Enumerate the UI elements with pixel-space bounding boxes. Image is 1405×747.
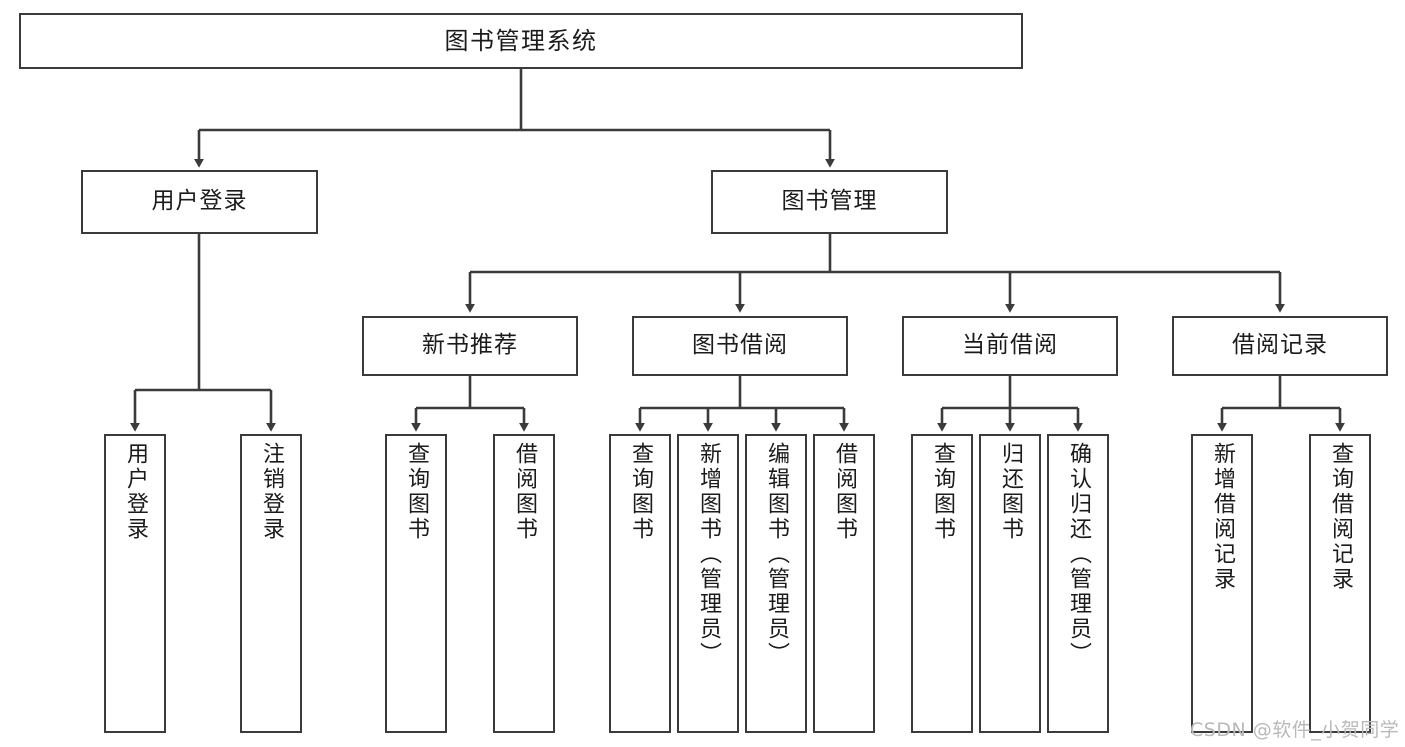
leaf-record-add-record-label: 新增借阅记录 <box>1210 442 1235 592</box>
node-root-system-label: 图书管理系统 <box>444 26 598 55</box>
leaf-current-query-book[interactable]: 查询图书 <box>911 434 973 733</box>
leaf-borrow-query-book[interactable]: 查询图书 <box>609 434 671 733</box>
leaf-borrow-add-book[interactable]: 新增图书（管理员） <box>677 434 739 733</box>
node-user-login-label: 用户登录 <box>151 188 248 215</box>
leaf-current-query-book-label: 查询图书 <box>930 442 955 542</box>
leaf-recommend-borrow-book-label: 借阅图书 <box>512 442 537 542</box>
node-current-borrow-label: 当前借阅 <box>962 332 1058 359</box>
leaf-current-return-book-label: 归还图书 <box>998 442 1023 542</box>
node-new-book-recommend-label: 新书推荐 <box>422 332 518 359</box>
leaf-recommend-query-book[interactable]: 查询图书 <box>385 434 447 733</box>
node-book-management[interactable]: 图书管理 <box>711 170 948 234</box>
node-book-borrow[interactable]: 图书借阅 <box>632 316 848 376</box>
leaf-record-query-record[interactable]: 查询借阅记录 <box>1309 434 1371 733</box>
leaf-borrow-edit-book-label: 编辑图书（管理员） <box>764 442 789 667</box>
node-borrow-record-label: 借阅记录 <box>1232 332 1328 359</box>
leaf-current-return-book[interactable]: 归还图书 <box>979 434 1041 733</box>
node-book-management-label: 图书管理 <box>781 188 878 215</box>
watermark-csdn: CSDN @软件_小贺同学 <box>1190 715 1399 742</box>
leaf-borrow-add-book-label: 新增图书（管理员） <box>696 442 721 667</box>
node-root-system[interactable]: 图书管理系统 <box>19 13 1023 69</box>
node-user-login[interactable]: 用户登录 <box>81 170 318 234</box>
leaf-current-confirm-return[interactable]: 确认归还（管理员） <box>1047 434 1109 733</box>
leaf-borrow-borrow-book-label: 借阅图书 <box>832 442 857 542</box>
leaf-user-login-signout-label: 注销登录 <box>259 442 284 542</box>
node-borrow-record[interactable]: 借阅记录 <box>1172 316 1388 376</box>
leaf-borrow-query-book-label: 查询图书 <box>628 442 653 542</box>
leaf-current-confirm-return-label: 确认归还（管理员） <box>1066 442 1091 667</box>
node-book-borrow-label: 图书借阅 <box>692 332 788 359</box>
leaf-user-login-signin-label: 用户登录 <box>123 442 148 542</box>
leaf-record-add-record[interactable]: 新增借阅记录 <box>1191 434 1253 733</box>
node-current-borrow[interactable]: 当前借阅 <box>902 316 1118 376</box>
leaf-record-query-record-label: 查询借阅记录 <box>1328 442 1353 592</box>
leaf-user-login-signin[interactable]: 用户登录 <box>104 434 166 733</box>
watermark-text: CSDN @软件_小贺同学 <box>1190 719 1400 741</box>
leaf-user-login-signout[interactable]: 注销登录 <box>240 434 302 733</box>
leaf-recommend-borrow-book[interactable]: 借阅图书 <box>493 434 555 733</box>
leaf-borrow-edit-book[interactable]: 编辑图书（管理员） <box>745 434 807 733</box>
node-new-book-recommend[interactable]: 新书推荐 <box>362 316 578 376</box>
leaf-borrow-borrow-book[interactable]: 借阅图书 <box>813 434 875 733</box>
leaf-recommend-query-book-label: 查询图书 <box>404 442 429 542</box>
